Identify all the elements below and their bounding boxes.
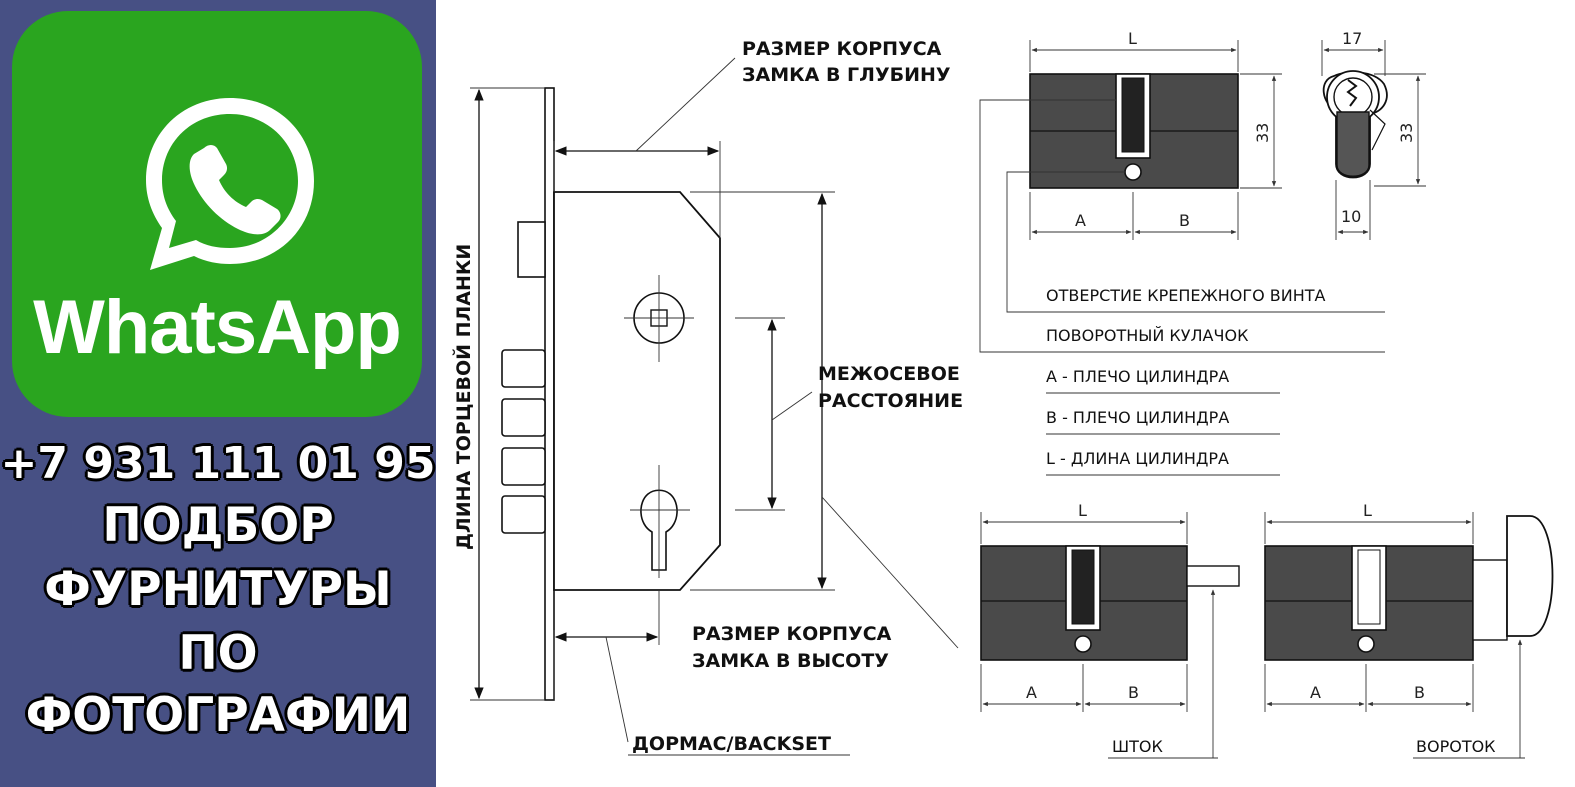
dim-A-knob: A (1310, 683, 1321, 702)
depth-label-2: ЗАМКА В ГЛУБИНУ (742, 64, 951, 86)
backset-label: ДОРМАС/BACKSET (632, 733, 831, 755)
cylinder-knob-variant: L A B ВОРОТОК (1264, 501, 1554, 759)
height-label-1: РАЗМЕР КОРПУСА (692, 623, 892, 645)
cylinder-profile: 17 33 10 (1321, 29, 1426, 240)
dim-L-rod: L (1078, 501, 1087, 520)
whatsapp-icon (146, 98, 314, 270)
whatsapp-logo[interactable]: WhatsApp (12, 11, 422, 417)
phone-number[interactable]: +7 931 111 01 95 (0, 438, 436, 489)
depth-label-1: РАЗМЕР КОРПУСА (742, 38, 942, 60)
bolt (501, 447, 546, 486)
height-label-2: ЗАМКА В ВЫСОТУ (692, 650, 889, 672)
promo-line-4: ФОТОГРАФИИ (25, 688, 411, 743)
legend-item: B - ПЛЕЧО ЦИЛИНДРА (1046, 408, 1229, 427)
rod-label: ШТОК (1112, 737, 1163, 756)
promo-line-2: ФУРНИТУРЫ (44, 562, 392, 617)
dim-L: L (1128, 29, 1137, 48)
knob (1506, 515, 1554, 637)
dim-B-rod: B (1128, 683, 1139, 702)
bolt (501, 495, 546, 534)
legend-item: L - ДЛИНА ЦИЛИНДРА (1046, 449, 1229, 468)
legend-item: A - ПЛЕЧО ЦИЛИНДРА (1046, 367, 1229, 386)
knob-label: ВОРОТОК (1416, 737, 1496, 756)
logo-text: WhatsApp (33, 285, 402, 370)
faceplate-length-label: ДЛИНА ТОРЦЕВОЙ ПЛАНКИ (452, 244, 475, 550)
cylinder-legend: ОТВЕРСТИЕ КРЕПЕЖНОГО ВИНТА ПОВОРОТНЫЙ КУ… (1046, 286, 1326, 476)
dim-33: 33 (1253, 123, 1272, 143)
center-distance-label-1: МЕЖОСЕВОЕ (818, 363, 960, 385)
legend-item: ОТВЕРСТИЕ КРЕПЕЖНОГО ВИНТА (1046, 286, 1326, 305)
rod (1186, 565, 1240, 587)
dim-L-knob: L (1363, 501, 1372, 520)
cylinder-main: L A B 33 (979, 29, 1385, 353)
dim-A-rod: A (1026, 683, 1037, 702)
dim-B: B (1179, 211, 1190, 230)
faceplate (544, 87, 555, 701)
promo-line-1: ПОДБОР (102, 498, 334, 553)
promo-line-3: ПО (178, 626, 258, 681)
promo-panel: WhatsApp +7 931 111 01 95 ПОДБОР ФУРНИТУ… (0, 0, 436, 787)
dim-A: A (1075, 211, 1086, 230)
dim-10: 10 (1341, 207, 1361, 226)
bolt (501, 398, 546, 437)
center-distance-label-2: РАССТОЯНИЕ (818, 390, 963, 412)
dim-17: 17 (1342, 29, 1362, 48)
latch (517, 221, 546, 278)
dim-B-knob: B (1414, 683, 1425, 702)
legend-item: ПОВОРОТНЫЙ КУЛАЧОК (1046, 326, 1249, 345)
dim-33-profile: 33 (1397, 123, 1416, 143)
mortise-lock: ДЛИНА ТОРЦЕВОЙ ПЛАНКИ РАЗМЕР КОРПУСА ЗАМ… (452, 38, 963, 756)
lock-body (553, 191, 721, 591)
screw-hole (1124, 163, 1142, 181)
cylinder-rod-variant: L A B ШТОК (980, 501, 1240, 759)
bolt (501, 349, 546, 388)
